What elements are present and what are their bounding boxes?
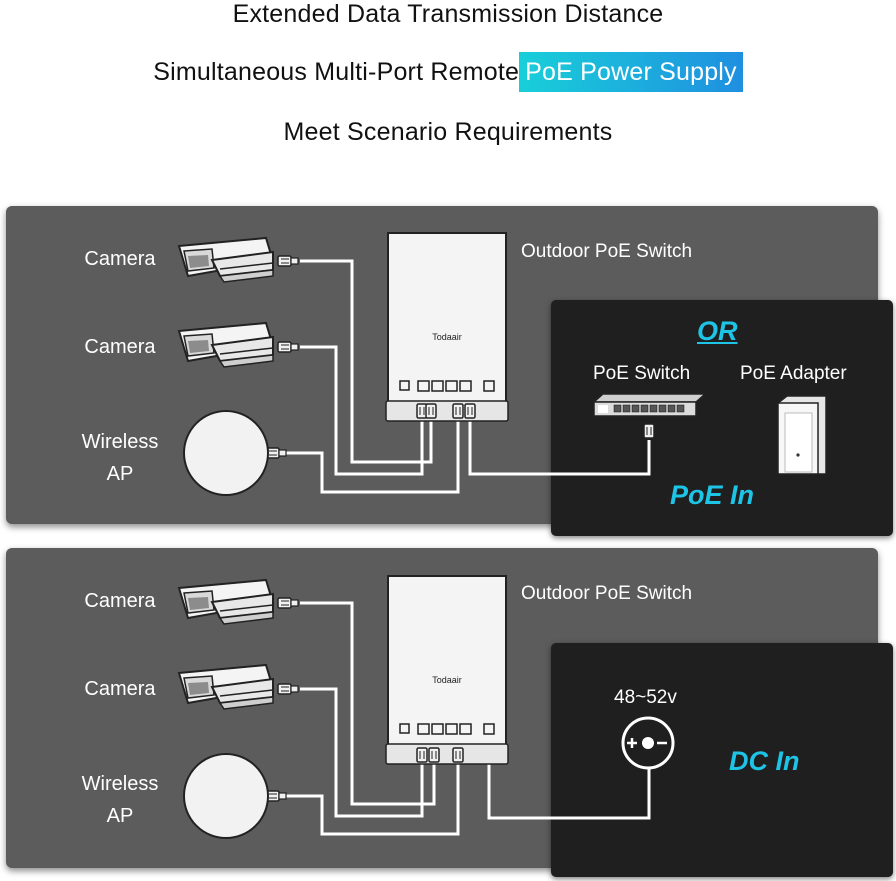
rj45-plug-icon [277,683,299,695]
rj45-plug-icon [452,747,464,763]
rj45-plug-icon [277,597,299,609]
camera-icon [178,237,274,283]
camera-icon [178,322,274,368]
wireless-ap-icon [183,410,269,496]
headline-2-highlight: PoE Power Supply [519,52,743,92]
dc-in-label: DC In [729,746,800,776]
switch-brand-label: Todaair [432,332,462,342]
poe-adapter-icon [777,395,827,475]
poe-switch-icon [592,393,707,417]
poe-switch-label: PoE Switch [593,363,691,384]
wireless-ap-label: Wireless AP [81,773,159,827]
rj45-plug-icon [452,403,464,419]
camera-icon [178,579,274,625]
camera-label: Camera [84,590,156,612]
rj45-plug-icon [425,403,437,419]
rj45-plug-icon [277,341,299,353]
rj45-plug-icon [643,423,655,439]
rj45-plug-icon [277,255,299,267]
wireless-ap-icon [183,753,269,839]
camera-label: Camera [84,248,156,270]
switch-label: Outdoor PoE Switch [521,583,693,604]
wireless-ap-label: Wireless AP [81,431,159,485]
poe-in-box [551,300,893,536]
headline-1: Extended Data Transmission Distance [232,0,664,28]
or-label: OR [697,316,738,346]
outdoor-poe-switch-icon [385,232,509,422]
voltage-label: 48~52v [614,687,677,708]
camera-label: Camera [84,678,156,700]
headline-2-prefix: Simultaneous Multi-Port Remote [153,58,520,86]
headline-3: Meet Scenario Requirements [283,118,613,146]
poe-in-label: PoE In [670,480,755,510]
dc-in-box [551,643,893,877]
poe-adapter-label: PoE Adapter [740,363,847,384]
camera-icon [178,664,274,710]
switch-label: Outdoor PoE Switch [521,241,693,262]
outdoor-poe-switch-icon [385,575,509,765]
camera-label: Camera [84,336,156,358]
rj45-plug-icon [428,747,440,763]
dc-polarity-icon [621,716,675,770]
rj45-plug-icon [416,747,428,763]
rj45-plug-icon [464,403,476,419]
switch-brand-label: Todaair [432,675,462,685]
